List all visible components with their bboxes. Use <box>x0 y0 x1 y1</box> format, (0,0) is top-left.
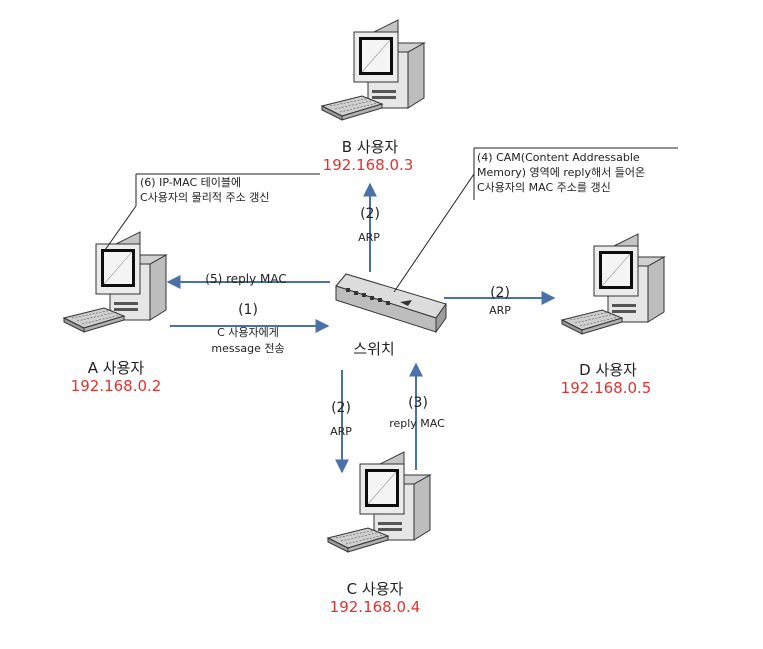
edge-from-c-text: reply MAC <box>389 417 445 430</box>
label-d-name: D 사용자 <box>579 361 637 379</box>
edge-from-a-line1: C 사용자에게 <box>217 326 279 339</box>
edge-to-d-step: (2) <box>490 285 510 301</box>
edge-from-a-line2: message 전송 <box>211 342 285 355</box>
callout-cam: (4) CAM(Content Addressable Memory) 영역에 … <box>477 150 645 195</box>
callout-a-leader <box>104 205 137 251</box>
label-c-name: C 사용자 <box>346 580 404 598</box>
edge-from-a-step: (1) <box>238 302 258 318</box>
callout-cam-line2: Memory) 영역에 reply해서 들어온 <box>477 166 646 179</box>
edge-to-c-text: ARP <box>330 425 352 438</box>
computer-c-icon <box>327 451 431 553</box>
computer-b-icon <box>321 19 425 121</box>
callout-cam-line3: C사용자의 MAC 주소를 갱신 <box>477 181 611 194</box>
edge-to-c-step: (2) <box>331 400 351 416</box>
edge-to-a-text: (5) reply MAC <box>205 272 287 286</box>
label-b-name: B 사용자 <box>341 138 399 156</box>
computer-a-icon <box>63 231 167 333</box>
label-b-ip: 192.168.0.3 <box>322 156 414 174</box>
edge-to-b-step: (2) <box>360 206 380 222</box>
label-a-ip: 192.168.0.2 <box>70 377 162 395</box>
callout-a-table: (6) IP-MAC 테이블에 C사용자의 물리적 주소 갱신 <box>140 175 270 205</box>
label-c-ip: 192.168.0.4 <box>329 598 421 616</box>
label-switch: 스위치 <box>353 340 395 358</box>
callout-a-line2: C사용자의 물리적 주소 갱신 <box>140 191 270 204</box>
edge-to-b-text: ARP <box>358 231 380 244</box>
computer-d-icon <box>561 233 665 335</box>
edge-to-d-text: ARP <box>489 304 511 317</box>
label-d-ip: 192.168.0.5 <box>560 379 652 397</box>
callout-cam-leader <box>393 173 475 293</box>
label-a-name: A 사용자 <box>87 359 145 377</box>
callout-cam-line1: (4) CAM(Content Addressable <box>477 151 640 164</box>
switch-icon <box>335 273 447 334</box>
callout-a-line1: (6) IP-MAC 테이블에 <box>140 176 242 189</box>
edge-from-c-step: (3) <box>408 395 428 411</box>
